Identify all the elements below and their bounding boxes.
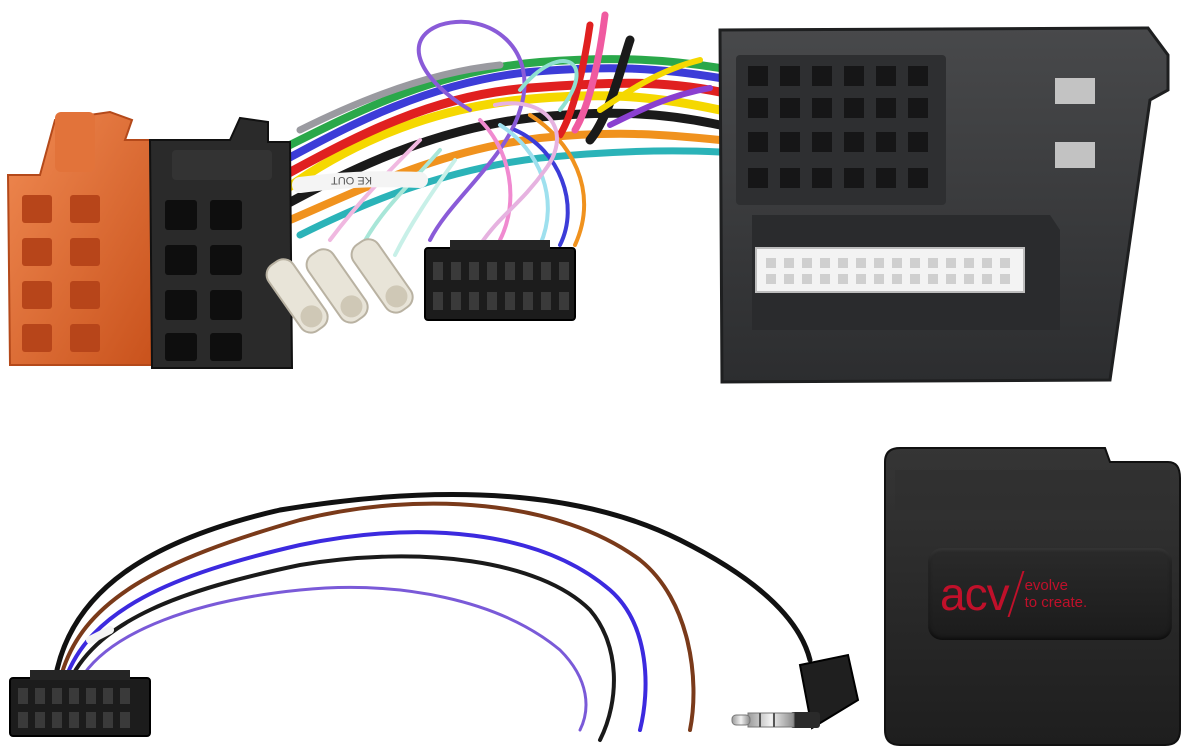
head-unit-connector-top	[424, 240, 576, 321]
iso-connector-black	[148, 116, 294, 369]
jack-plug	[731, 653, 860, 730]
brand-logo-mark: acv	[940, 568, 1010, 620]
brand-logo-slash	[1007, 571, 1025, 617]
cable-label: KE OUT	[331, 174, 372, 186]
head-unit-connector-bottom	[9, 670, 151, 737]
iso-connector-orange	[6, 110, 154, 366]
bullet-connectors	[265, 238, 414, 334]
brand-tagline: evolve to create.	[1025, 577, 1088, 611]
brand-tagline-line1: evolve	[1024, 577, 1068, 594]
brand-tagline-line2: to create.	[1024, 594, 1088, 611]
quadlock-connector	[718, 26, 1170, 384]
steering-wheel-lead	[52, 492, 813, 742]
wire-bundle	[280, 11, 725, 257]
brand-logo-badge: acv evolve to create.	[928, 548, 1172, 640]
